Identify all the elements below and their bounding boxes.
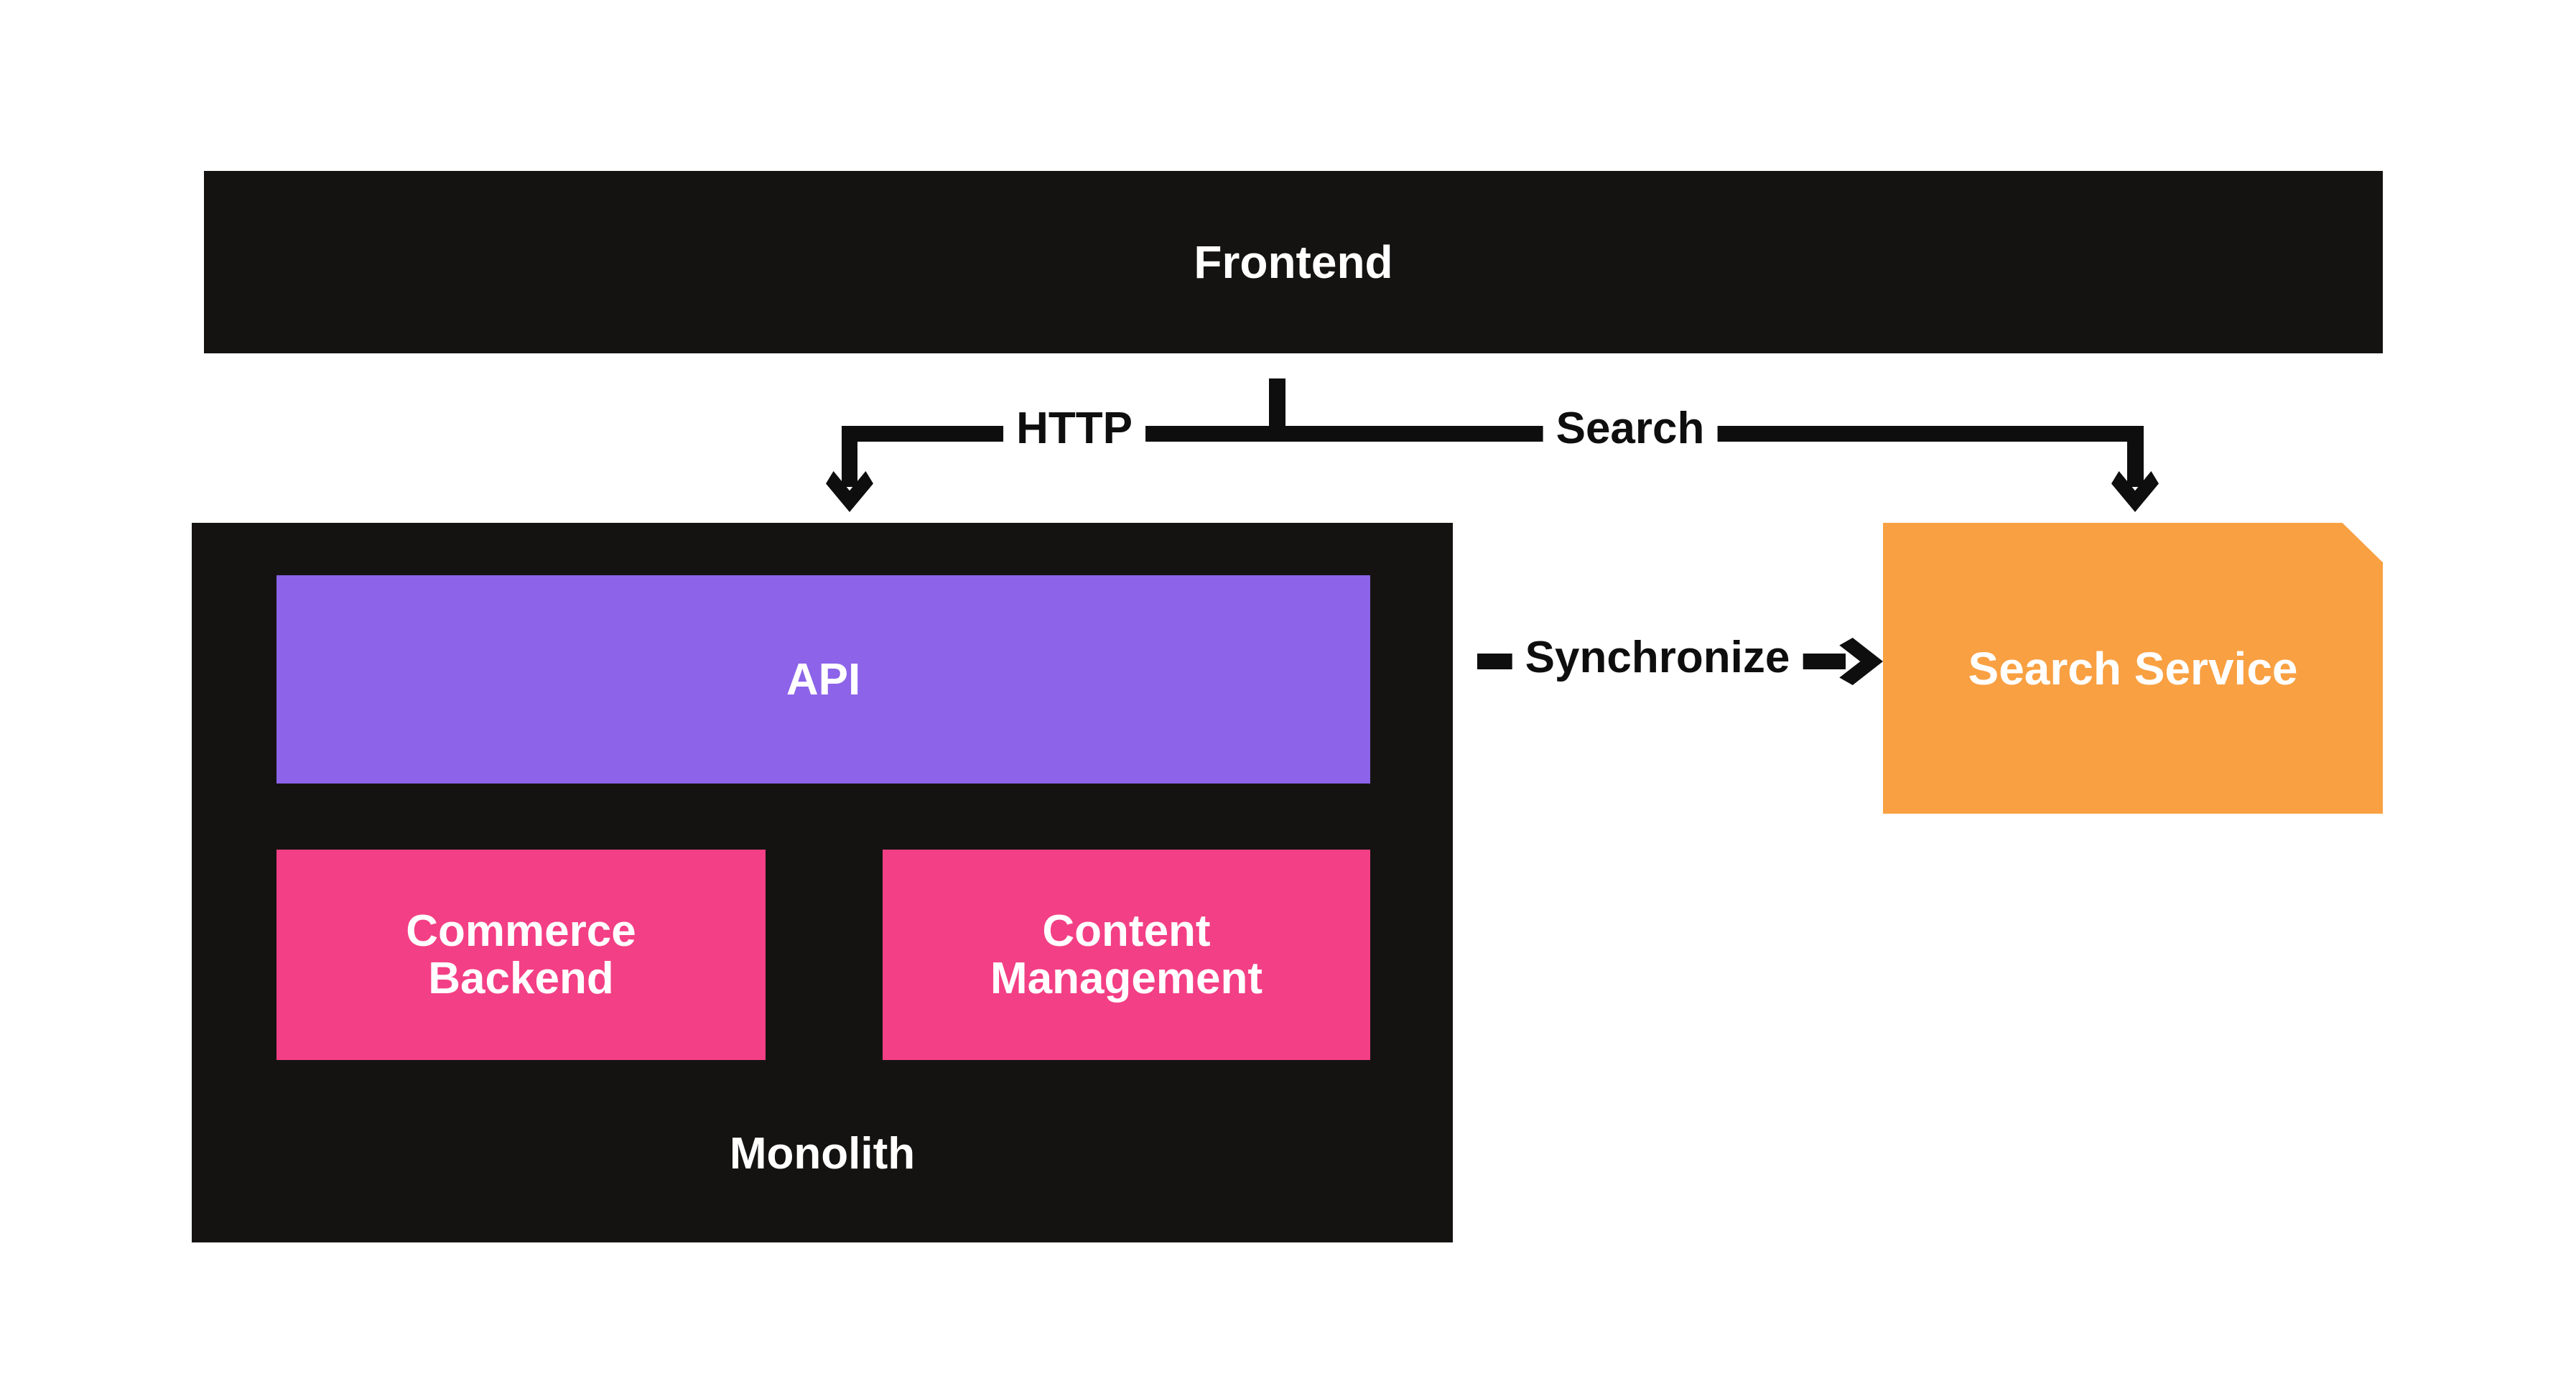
http-connector-label: HTTP xyxy=(1003,404,1145,454)
frontend-connector-rail xyxy=(842,426,2144,442)
search-service-label: Search Service xyxy=(1968,642,2298,694)
synchronize-connector-label: Synchronize xyxy=(1512,633,1803,683)
content-management-label: Content Management xyxy=(990,906,1263,1003)
monolith-box: API Commerce Backend Content Management … xyxy=(192,523,1453,1242)
frontend-box: Frontend xyxy=(204,171,2383,353)
search-connector-label: Search xyxy=(1543,404,1718,454)
http-arrow-shaft xyxy=(842,426,857,487)
search-arrow-shaft xyxy=(2127,426,2144,487)
commerce-backend-line1: Commerce xyxy=(406,906,636,956)
api-box: API xyxy=(276,575,1370,784)
frontend-label: Frontend xyxy=(1194,236,1393,288)
monolith-label: Monolith xyxy=(729,1129,916,1179)
content-management-line1: Content xyxy=(1042,906,1211,956)
commerce-backend-box: Commerce Backend xyxy=(276,850,766,1060)
search-service-box: Search Service xyxy=(1883,523,2383,814)
content-management-line2: Management xyxy=(990,953,1263,1003)
commerce-backend-line2: Backend xyxy=(428,953,614,1003)
content-management-box: Content Management xyxy=(883,850,1370,1060)
commerce-backend-label: Commerce Backend xyxy=(406,906,636,1003)
api-label: API xyxy=(786,654,861,705)
